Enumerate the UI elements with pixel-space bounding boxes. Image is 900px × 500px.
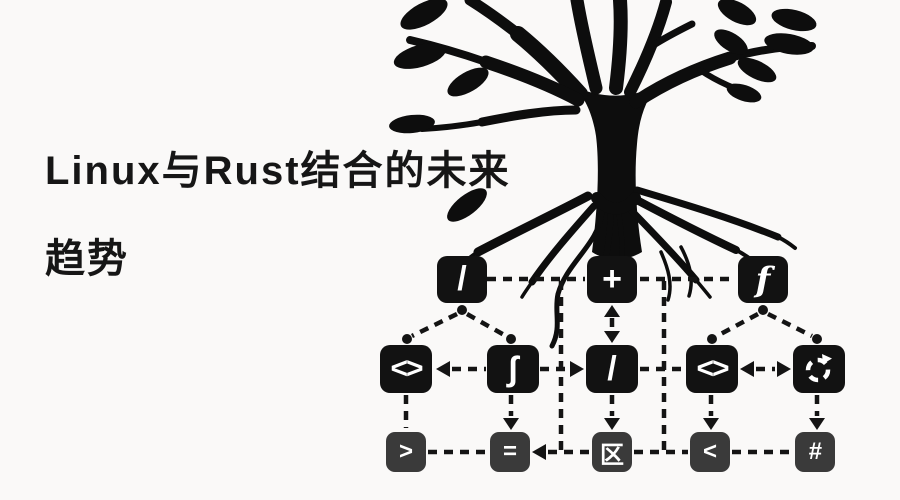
node-integral: ∫	[487, 345, 539, 393]
node-glyph: =	[502, 438, 517, 465]
node-glyph: /	[457, 260, 467, 298]
node-less-than: <	[690, 432, 730, 472]
node-slash-mid: /	[586, 345, 638, 393]
title-line-2: 趋势	[45, 237, 129, 281]
diagram-connectors	[403, 276, 820, 455]
node-hash: #	[795, 432, 835, 472]
node-plus: +	[587, 256, 637, 303]
node-slash-top: /	[437, 256, 487, 303]
cycle-refresh-icon	[805, 354, 832, 383]
poster-title: Linux与Rust结合的未来 趋势	[45, 150, 511, 280]
title-line-1: Linux与Rust结合的未来	[45, 149, 511, 193]
tree-leaves	[389, 0, 817, 222]
node-cjk-qu: 区	[592, 432, 632, 472]
node-glyph: +	[602, 260, 622, 298]
node-glyph: <>	[696, 352, 729, 385]
node-glyph: <>	[390, 352, 423, 385]
node-code-angle-2: <>	[686, 345, 738, 393]
node-glyph: /	[607, 349, 617, 388]
node-glyph: ∫	[508, 349, 518, 388]
node-function-f: f	[738, 256, 788, 303]
tree-illustration	[389, 0, 817, 349]
diagram-arrowheads-and-dots	[402, 305, 825, 460]
node-glyph: f	[755, 259, 771, 300]
node-code-angle-1: <>	[380, 345, 432, 393]
node-glyph: 区	[600, 441, 624, 469]
node-equals: =	[490, 432, 530, 472]
node-greater-than: >	[386, 432, 426, 472]
node-cycle	[793, 345, 845, 393]
node-glyph: >	[398, 438, 413, 465]
node-glyph: #	[808, 438, 822, 465]
node-glyph: <	[702, 438, 717, 465]
